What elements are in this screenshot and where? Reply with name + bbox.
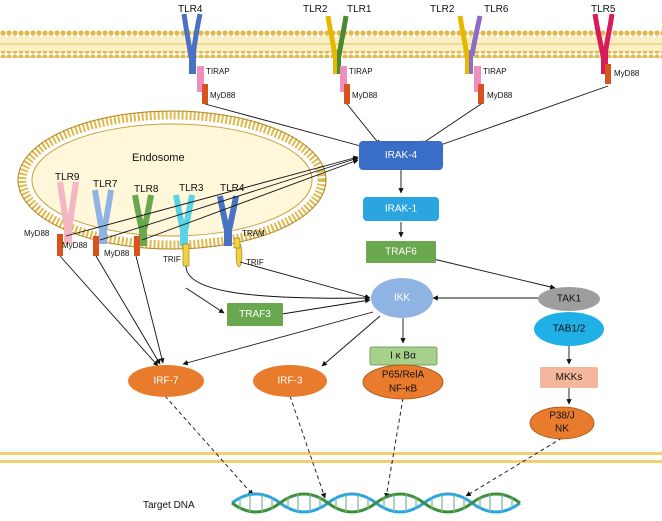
node-tab12: TAB1/2 <box>534 312 604 346</box>
nfkb-label-line1: P65/RelA <box>382 370 425 381</box>
tlr2-label-a: TLR2 <box>303 4 328 15</box>
membrane-receptor-tlr4: TLR4 <box>178 4 203 74</box>
node-irf7: IRF-7 <box>128 365 204 397</box>
mkks-label: MKKs <box>556 372 583 383</box>
myd88-endo-label-2: MyD88 <box>62 241 88 250</box>
tlr4-label: TLR4 <box>178 4 203 15</box>
tlr6-label: TLR6 <box>484 4 509 15</box>
node-ikk: IKK <box>371 278 433 318</box>
endosome-title: Endosome <box>132 152 185 164</box>
irak1-label: IRAK-1 <box>385 204 418 215</box>
node-traf6: TRAF6 <box>366 241 436 263</box>
membrane-receptor-tlr2-tlr6: TLR2 TLR6 <box>430 4 509 74</box>
node-nfkb: P65/RelA NF-κB <box>362 364 444 400</box>
myd88-label-1: MyD88 <box>210 91 236 100</box>
node-irak1: IRAK-1 <box>363 197 439 221</box>
target-dna-helix <box>231 492 521 514</box>
irf3-label: IRF-3 <box>278 376 303 387</box>
tlr8-label: TLR8 <box>134 184 159 195</box>
tlr9-label: TLR9 <box>55 172 80 183</box>
p38-label-line2: NK <box>555 424 569 435</box>
node-p38-jnk: P38/J NK <box>529 406 595 440</box>
nuclear-membrane <box>0 452 662 463</box>
ikb-label: I κ Bα <box>390 351 416 362</box>
ikk-label: IKK <box>394 293 410 304</box>
endosome: Endosome <box>17 110 327 250</box>
endosome-receptor-tlr9: TLR9 <box>55 172 80 244</box>
pathway-arrows <box>59 85 609 499</box>
membrane-receptor-tlr5: TLR5 <box>591 4 616 74</box>
irak4-label: IRAK-4 <box>385 150 418 161</box>
node-ikb: I κ Bα <box>369 346 438 366</box>
trif-label-2: TRIF <box>246 258 264 267</box>
myd88-label-2: MyD88 <box>352 91 378 100</box>
membrane-adaptors: TIRAP MyD88 TIRAP MyD88 TIRAP MyD88 MyD8… <box>197 64 640 104</box>
myd88-label-4: MyD88 <box>614 69 640 78</box>
traf6-label: TRAF6 <box>385 247 417 258</box>
tirap-label-2: TIRAP <box>349 67 373 76</box>
myd88-label-3: MyD88 <box>487 91 513 100</box>
endosome-adaptors: MyD88 MyD88 MyD88 TRIF TRAM TRIF <box>24 229 265 268</box>
tlr3-label: TLR3 <box>179 183 204 194</box>
tak1-label: TAK1 <box>557 294 582 305</box>
p38-label-line1: P38/J <box>549 411 575 422</box>
target-dna-label: Target DNA <box>143 500 195 511</box>
tlr4-endo-label: TLR4 <box>220 183 245 194</box>
node-mkks: MKKs <box>540 367 598 388</box>
tlr5-label: TLR5 <box>591 4 616 15</box>
node-tak1: TAK1 <box>538 287 600 311</box>
tlr1-label: TLR1 <box>347 4 372 15</box>
membrane-receptor-tlr2-tlr1: TLR2 TLR1 <box>303 4 372 74</box>
tlr2-label-b: TLR2 <box>430 4 455 15</box>
myd88-endo-label-1: MyD88 <box>24 229 50 238</box>
tab12-label: TAB1/2 <box>553 324 586 335</box>
node-traf3: TRAF3 <box>227 303 283 326</box>
node-irak4: IRAK-4 <box>359 141 443 170</box>
tlr7-label: TLR7 <box>93 179 118 190</box>
trif-label-1: TRIF <box>163 255 181 264</box>
node-irf3: IRF-3 <box>253 365 327 397</box>
tirap-label-3: TIRAP <box>483 67 507 76</box>
tram-label: TRAM <box>242 229 265 238</box>
tirap-label-1: TIRAP <box>206 67 230 76</box>
traf3-label: TRAF3 <box>239 309 271 320</box>
irf7-label: IRF-7 <box>154 376 179 387</box>
nfkb-label-line2: NF-κB <box>389 384 418 395</box>
myd88-endo-label-3: MyD88 <box>104 249 130 258</box>
